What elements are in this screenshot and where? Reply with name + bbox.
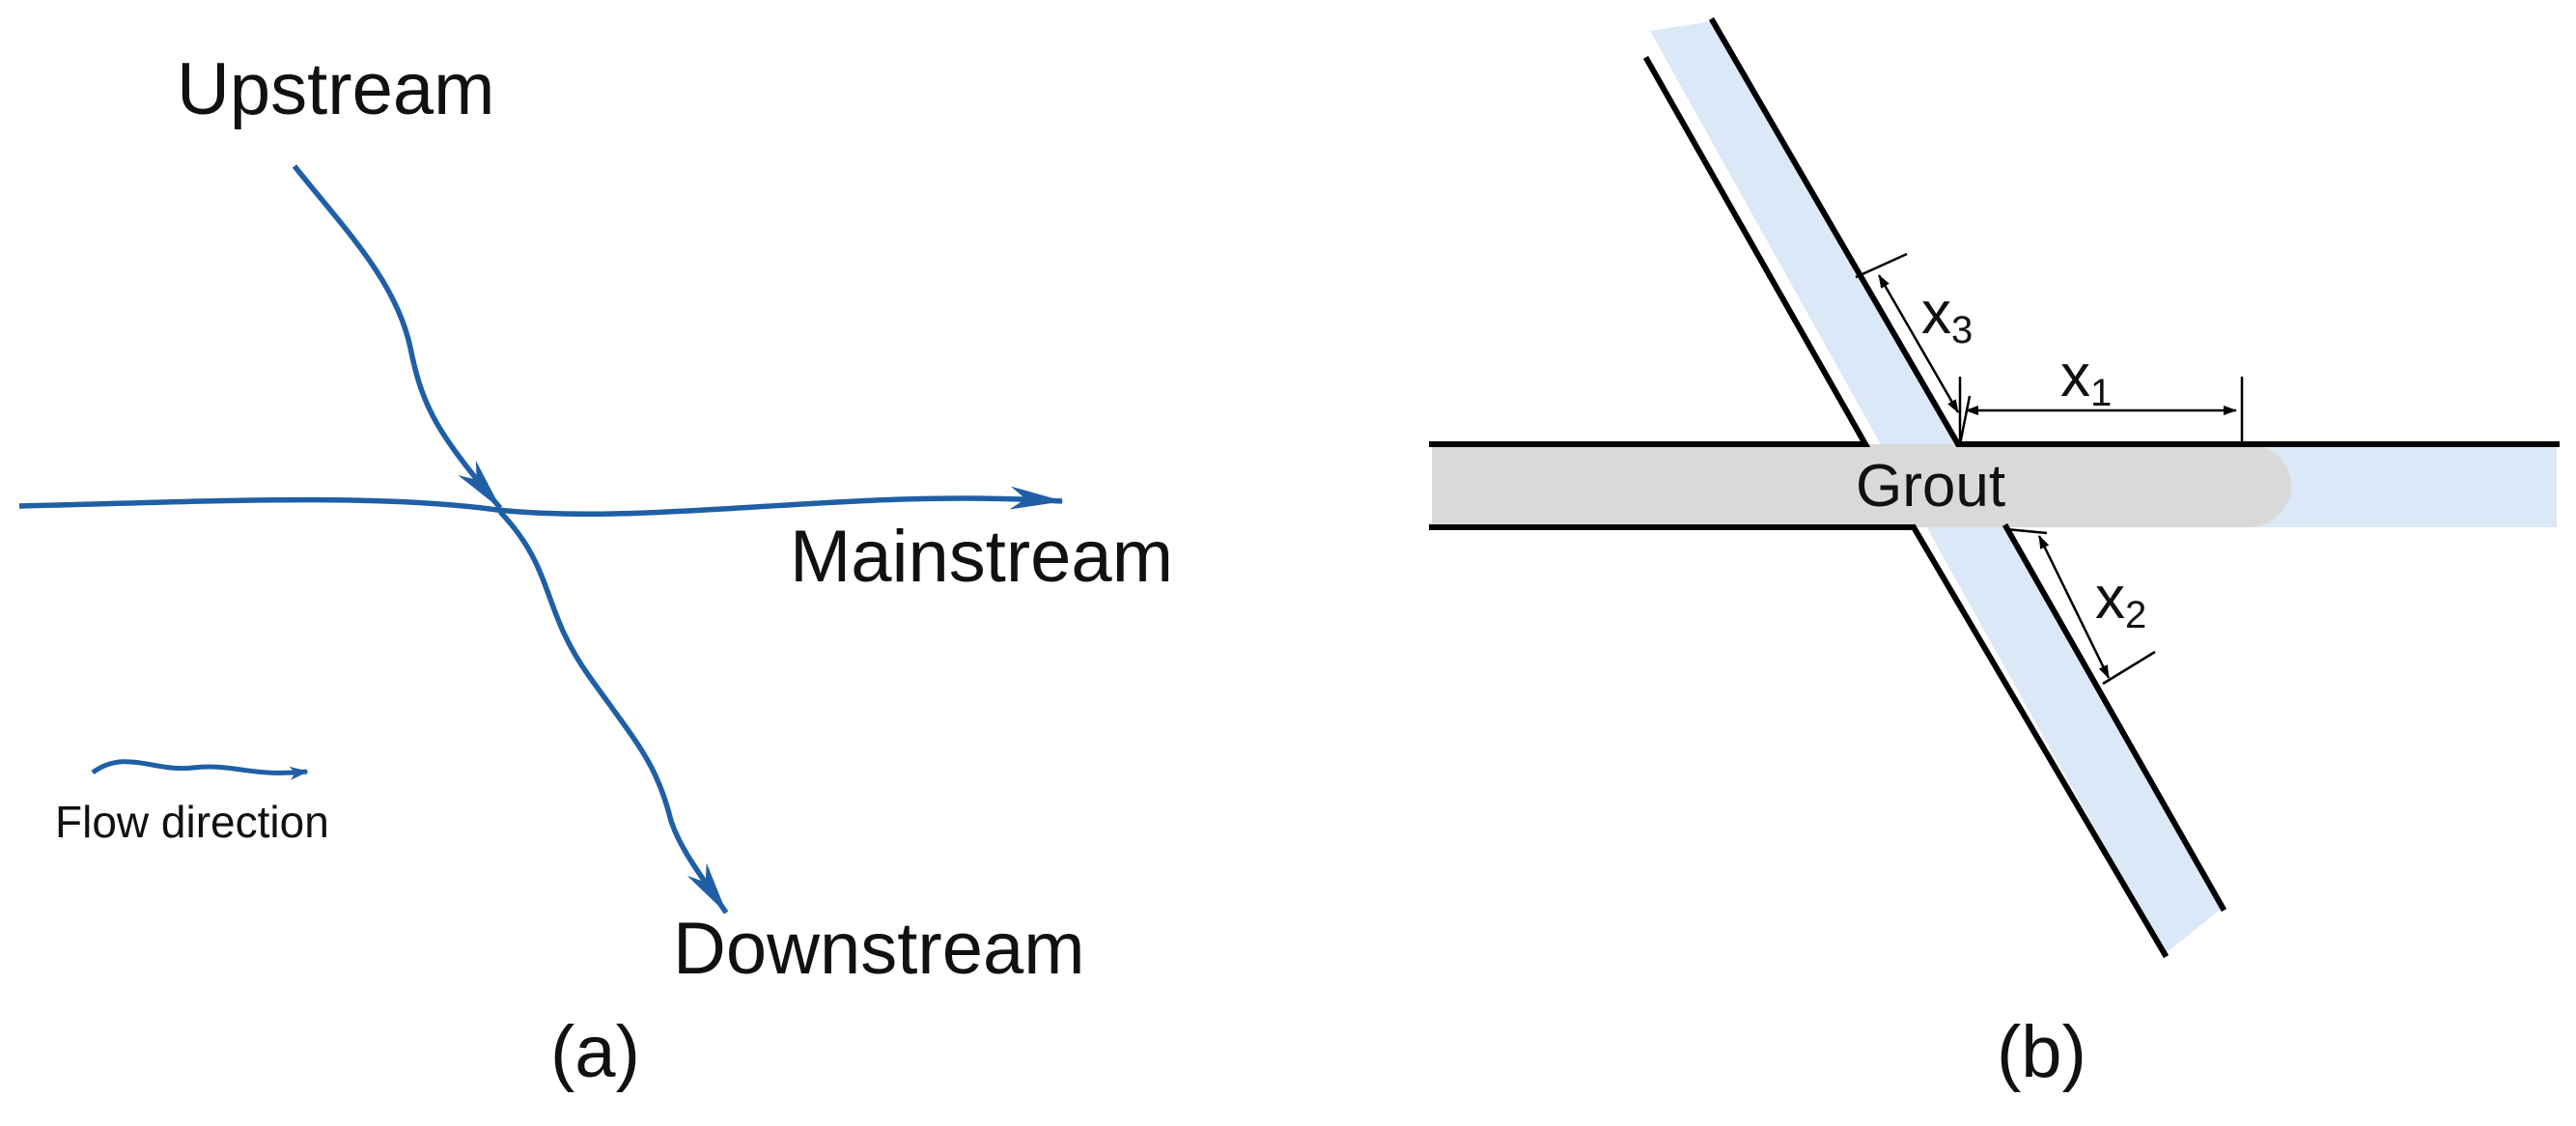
downstream-flow-line — [498, 510, 729, 915]
downstream-label: Downstream — [673, 908, 1085, 990]
panel-b-label: (b) — [1997, 1011, 2086, 1093]
panel-a: Upstream Mainstream Downstream Flow dire… — [18, 48, 1173, 1093]
dimension-x3 — [1855, 252, 1972, 445]
x3-label: x3 — [1921, 280, 1973, 352]
x2-label: x2 — [2095, 565, 2146, 636]
x1-label: x1 — [2060, 343, 2112, 414]
wall-upper-left — [1429, 55, 1871, 447]
upstream-flow-line — [292, 164, 503, 510]
upstream-label: Upstream — [177, 48, 494, 130]
dimension-x2 — [2005, 527, 2156, 686]
grout-label: Grout — [1856, 453, 2005, 520]
flow-direction-legend-icon — [91, 759, 309, 780]
dimension-x1 — [1958, 377, 2244, 446]
panel-a-label: (a) — [550, 1011, 640, 1093]
mainstream-label: Mainstream — [790, 516, 1173, 598]
flow-direction-legend-label: Flow direction — [55, 797, 329, 847]
wall-upper-right — [1708, 16, 2560, 447]
panel-b: x1 x3 x2 Grout (b) — [1429, 16, 2560, 1093]
mainstream-flow-line — [18, 486, 1064, 517]
wall-lower-left — [1429, 524, 2170, 959]
